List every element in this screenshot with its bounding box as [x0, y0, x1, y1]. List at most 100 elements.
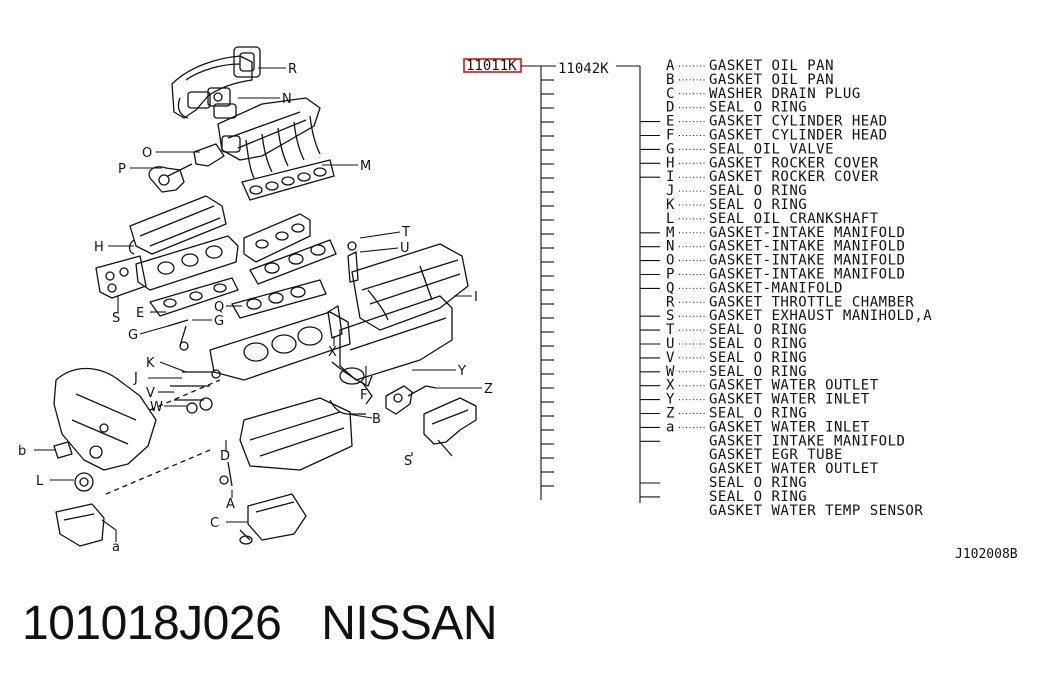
callout-B: B [372, 412, 381, 427]
legend-description: WASHER DRAIN PLUG [709, 86, 861, 102]
legend-description: GASKET CYLINDER HEAD [709, 128, 888, 144]
legend-description: GASKET-INTAKE MANIFOLD [709, 253, 905, 269]
legend-letter: G [666, 141, 674, 157]
legend-letter: S [666, 308, 674, 324]
legend-letter: X [666, 378, 675, 394]
legend-description: GASKET WATER OUTLET [709, 378, 879, 394]
legend-description: SEAL OIL VALVE [709, 141, 834, 157]
legend-description: GASKET WATER INLET [709, 392, 870, 408]
legend-description: GASKET OIL PAN [709, 72, 834, 88]
legend-description: SEAL O RING [709, 197, 807, 213]
legend-description: SEAL O RING [709, 322, 807, 338]
callout-Z: Z [484, 382, 493, 397]
callout-a: a [112, 540, 120, 555]
legend-letter: K [666, 197, 675, 213]
callout-leaders [34, 67, 482, 542]
legend-description: GASKET WATER OUTLET [709, 461, 879, 477]
legend-letter: E [666, 114, 674, 130]
footer-part-number: 101018J026 [22, 597, 282, 650]
callout-Q: Q [214, 300, 224, 315]
engine-exploded-view [53, 46, 477, 547]
diagram-code: J102008B [955, 547, 1018, 562]
legend-description: GASKET EGR TUBE [709, 447, 843, 463]
legend-description: SEAL O RING [709, 364, 807, 380]
callout-G-right: G [214, 314, 224, 329]
legend-letter: B [666, 72, 674, 88]
legend-letter: N [666, 239, 674, 255]
legend-description: GASKET OIL PAN [709, 58, 834, 74]
legend-description: GASKET ROCKER COVER [709, 155, 879, 171]
callout-V: V [146, 386, 155, 401]
legend-description: GASKET WATER INLET [709, 419, 870, 435]
callout-F: F [360, 388, 367, 403]
legend-letter: F [666, 128, 674, 144]
callout-G-left: G [128, 328, 138, 343]
callout-W: W [150, 400, 163, 415]
legend-description: SEAL O RING [709, 336, 807, 352]
sub-part-number[interactable]: 11042K [558, 61, 609, 77]
legend-letter: M [666, 225, 674, 241]
page-footer: 101018J026 NISSAN [22, 596, 497, 651]
legend-description: GASKET-INTAKE MANIFOLD [709, 267, 905, 283]
parts-legend: A GASKET OIL PAN B GASKET OIL PAN C WASHER DR… [666, 58, 932, 519]
legend-letter: O [666, 253, 674, 269]
callout-I: I [474, 290, 478, 305]
callout-L: L [36, 474, 44, 489]
legend-letter: Y [666, 392, 675, 408]
callout-J: J [133, 371, 138, 386]
legend-description: GASKET-MANIFOLD [709, 280, 843, 296]
legend-description: SEAL O RING [709, 350, 807, 366]
legend-letter: H [666, 155, 674, 171]
legend-description: SEAL O RING [709, 475, 807, 491]
callout-R: R [288, 62, 297, 77]
callout-H: H [94, 240, 104, 255]
legend-description: SEAL O RING [709, 406, 807, 422]
callout-S-left: S [112, 311, 120, 326]
part-tree: 11011K 11042K [463, 58, 660, 503]
legend-letter: J [666, 183, 674, 199]
callout-O: O [142, 146, 152, 161]
legend-description: SEAL OIL CRANKSHAFT [709, 211, 879, 227]
callout-N: N [282, 92, 292, 107]
legend-description: GASKET CYLINDER HEAD [709, 114, 888, 130]
legend-description: GASKET INTAKE MANIFOLD [709, 433, 905, 449]
legend-description: GASKET WATER TEMP SENSOR [709, 503, 923, 519]
callout-K: K [146, 356, 155, 371]
callout-S-right: S [404, 454, 412, 469]
legend-description: GASKET-INTAKE MANIFOLD [709, 239, 905, 255]
callout-X: X [328, 345, 337, 360]
callout-b: b [18, 444, 26, 459]
callout-P: P [118, 162, 126, 177]
legend-description: GASKET EXHAUST MANIHOLD,A [709, 308, 932, 324]
callout-T: T [401, 225, 410, 240]
callout-C: C [210, 516, 219, 531]
legend-letter: a [666, 419, 674, 435]
callout-U: U [400, 241, 410, 256]
callout-labels: R N O P M H T U E Q I S G G X K J Y V Z … [18, 62, 493, 555]
legend-letter: W [666, 364, 675, 380]
legend-description: SEAL O RING [709, 183, 807, 199]
legend-letter: I [666, 169, 674, 185]
legend-letter: A [666, 58, 675, 74]
callout-M: M [360, 159, 371, 174]
legend-letter: P [666, 267, 674, 283]
main-part-number[interactable]: 11011K [466, 58, 517, 74]
callout-A: A [226, 497, 235, 512]
callout-Y: Y [457, 364, 466, 379]
legend-description: SEAL O RING [709, 489, 807, 505]
legend-letter: V [666, 350, 675, 366]
legend-letter: L [666, 211, 674, 227]
legend-description: GASKET THROTTLE CHAMBER [709, 294, 914, 310]
callout-E: E [136, 306, 144, 321]
legend-description: SEAL O RING [709, 100, 807, 116]
legend-letter: Q [666, 280, 674, 296]
legend-letter: R [666, 294, 675, 310]
footer-brand: NISSAN [321, 597, 497, 650]
legend-letter: T [666, 322, 675, 338]
callout-D: D [220, 449, 230, 464]
legend-letter: U [666, 336, 674, 352]
legend-description: GASKET ROCKER COVER [709, 169, 879, 185]
legend-description: GASKET-INTAKE MANIFOLD [709, 225, 905, 241]
legend-letter: C [666, 86, 674, 102]
